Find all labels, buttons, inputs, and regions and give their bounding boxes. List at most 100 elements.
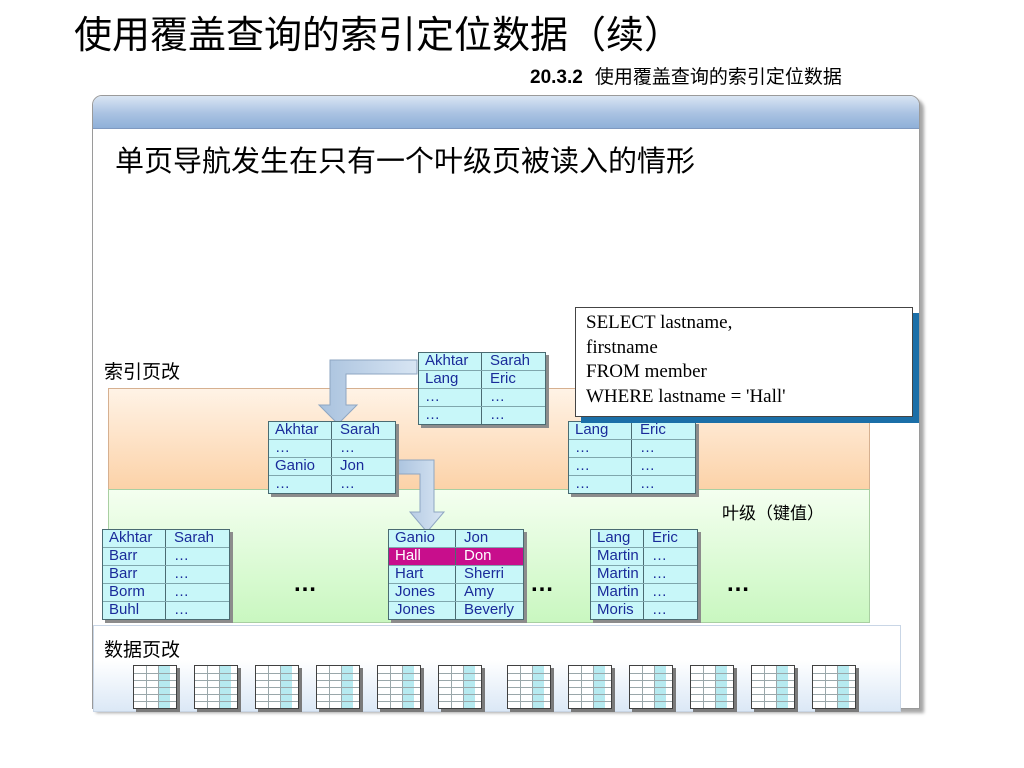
firstname-cell: … bbox=[652, 584, 667, 600]
ellipsis-3: … bbox=[726, 570, 751, 597]
firstname-cell: … bbox=[174, 548, 189, 564]
lastname-cell: … bbox=[269, 440, 332, 457]
lastname-cell: Akhtar bbox=[419, 353, 482, 370]
data-page-icon bbox=[751, 665, 795, 709]
firstname-cell: … bbox=[340, 440, 355, 456]
table-row: Barr … bbox=[103, 548, 229, 566]
table-row: Ganio Jon bbox=[389, 530, 523, 548]
lastname-cell: Borm bbox=[103, 584, 166, 601]
firstname-cell: … bbox=[652, 602, 667, 618]
lastname-cell: Ganio bbox=[269, 458, 332, 475]
table-row: …… bbox=[269, 476, 395, 493]
firstname-cell: Sarah bbox=[174, 530, 215, 546]
lastname-cell: … bbox=[569, 440, 632, 457]
section-number: 20.3.2 bbox=[530, 67, 583, 88]
lastname-cell: Moris bbox=[591, 602, 644, 619]
arrow-root-to-intermediate bbox=[317, 359, 418, 425]
lastname-cell: Martin bbox=[591, 584, 644, 601]
lastname-cell: Lang bbox=[591, 530, 644, 547]
sql-line: FROM member bbox=[586, 361, 707, 382]
data-page-icon bbox=[568, 665, 612, 709]
firstname-cell: … bbox=[640, 440, 655, 456]
lastname-cell: Martin bbox=[591, 548, 644, 565]
lastname-cell: Ganio bbox=[389, 530, 456, 547]
table-row: Akhtar Sarah bbox=[269, 422, 395, 440]
table-row: …… bbox=[569, 458, 695, 476]
table-row: Hart Sherri bbox=[389, 566, 523, 584]
table-row: Akhtar Sarah bbox=[103, 530, 229, 548]
firstname-cell: … bbox=[490, 389, 505, 405]
data-page-icon bbox=[812, 665, 856, 709]
data-page-icon bbox=[255, 665, 299, 709]
firstname-cell: … bbox=[174, 566, 189, 582]
data-page-label: 数据页改 bbox=[104, 639, 181, 661]
data-page-icon bbox=[507, 665, 551, 709]
firstname-cell: … bbox=[340, 476, 355, 492]
data-page-icon bbox=[316, 665, 360, 709]
panel-header-bar bbox=[93, 96, 919, 129]
lastname-cell: Akhtar bbox=[269, 422, 332, 439]
table-row: Buhl … bbox=[103, 602, 229, 619]
lastname-cell: … bbox=[569, 476, 632, 493]
firstname-cell: Don bbox=[464, 548, 492, 564]
sql-line: firstname bbox=[586, 336, 658, 358]
firstname-cell: … bbox=[490, 407, 505, 423]
table-row: …… bbox=[419, 407, 545, 424]
table-row: Borm … bbox=[103, 584, 229, 602]
leaf-level-note: （键值） bbox=[756, 504, 824, 524]
lastname-cell: Lang bbox=[419, 371, 482, 388]
lastname-cell: Barr bbox=[103, 548, 166, 565]
lastname-cell: Buhl bbox=[103, 602, 166, 619]
lastname-cell: … bbox=[419, 407, 482, 424]
firstname-cell: … bbox=[174, 584, 189, 600]
firstname-cell: Sarah bbox=[490, 353, 531, 369]
lastname-cell: … bbox=[419, 389, 482, 406]
data-page-icon bbox=[690, 665, 734, 709]
data-page-icon bbox=[438, 665, 482, 709]
firstname-cell: Jon bbox=[464, 530, 489, 546]
panel-heading: 单页导航发生在只有一个叶级页被读入的情形 bbox=[115, 144, 696, 178]
firstname-cell: … bbox=[640, 476, 655, 492]
ellipsis-1: … bbox=[293, 570, 318, 597]
lastname-cell: Barr bbox=[103, 566, 166, 583]
data-page-icon bbox=[194, 665, 238, 709]
firstname-cell: … bbox=[640, 458, 655, 474]
firstname-cell: … bbox=[174, 602, 189, 618]
section-subtitle-text: 使用覆盖查询的索引定位数据 bbox=[594, 66, 842, 88]
firstname-cell: Sherri bbox=[464, 566, 505, 582]
section-subtitle: 20.3.2 使用覆盖查询的索引定位数据 bbox=[530, 62, 842, 89]
data-page-icon bbox=[133, 665, 177, 709]
table-row: Akhtar Sarah bbox=[419, 353, 545, 371]
lastname-cell: Akhtar bbox=[103, 530, 166, 547]
lastname-cell: Lang bbox=[569, 422, 632, 439]
leaf-level-text: 叶级 bbox=[722, 504, 756, 524]
table-row: Martin … bbox=[591, 584, 697, 602]
firstname-cell: Sarah bbox=[340, 422, 381, 438]
sql-line: SELECT lastname, bbox=[586, 312, 733, 333]
table-row: Moris … bbox=[591, 602, 697, 619]
arrow-intermediate-to-leaf bbox=[394, 459, 446, 533]
lastname-cell: Martin bbox=[591, 566, 644, 583]
lastname-cell: Hart bbox=[389, 566, 456, 583]
lastname-cell: … bbox=[269, 476, 332, 493]
table-row: …… bbox=[569, 440, 695, 458]
firstname-cell: … bbox=[652, 566, 667, 582]
slide-title: 使用覆盖查询的索引定位数据（续） bbox=[74, 13, 683, 57]
lastname-cell: Jones bbox=[389, 602, 456, 619]
leaf-level-label: 叶级（键值） bbox=[722, 499, 824, 524]
table-row: …… bbox=[269, 440, 395, 458]
data-page-icon bbox=[629, 665, 673, 709]
data-page-icon bbox=[377, 665, 421, 709]
table-row: …… bbox=[419, 389, 545, 407]
